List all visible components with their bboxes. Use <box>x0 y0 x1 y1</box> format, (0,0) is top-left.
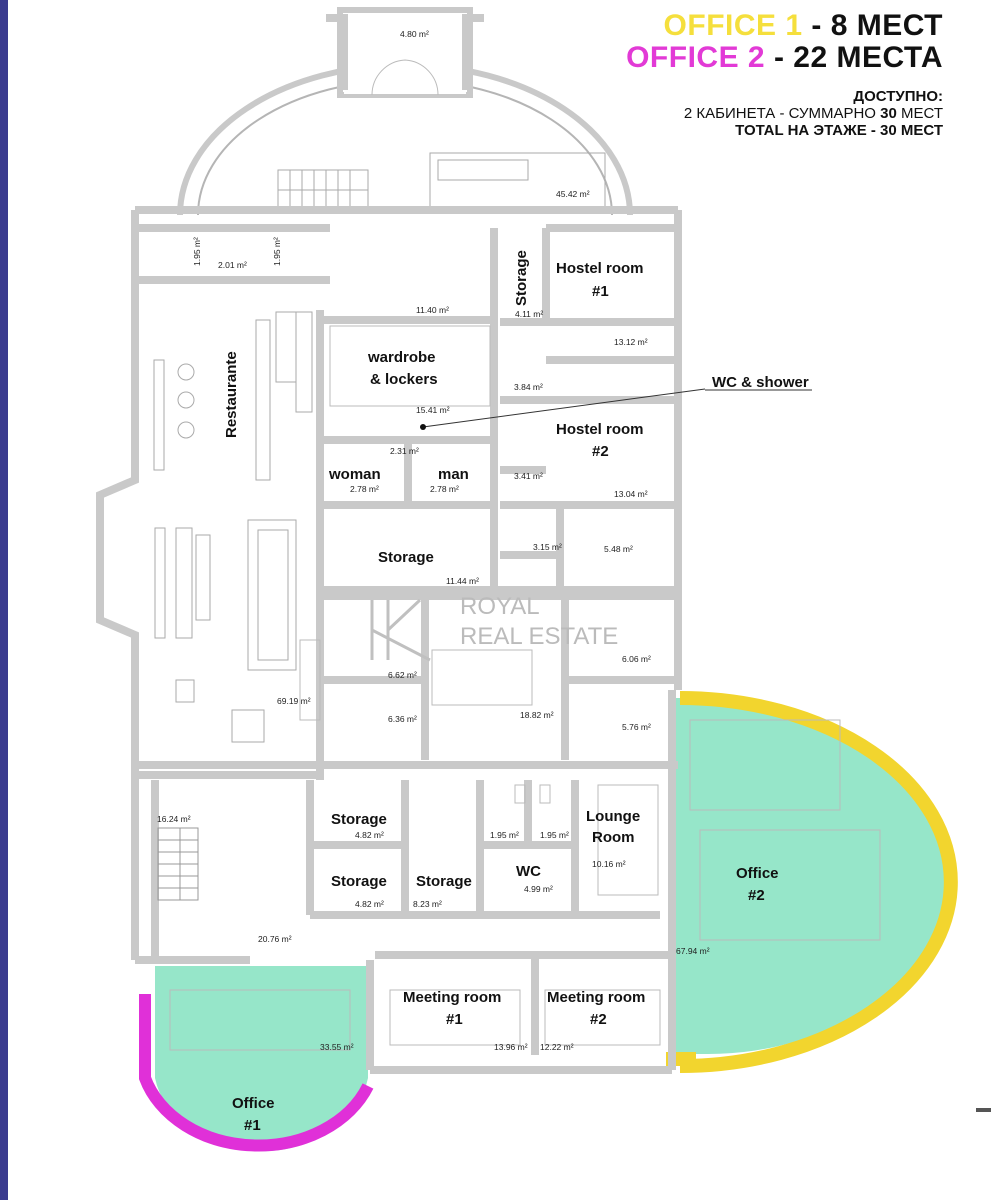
area-label: 2.01 m² <box>218 260 247 270</box>
man-label: man <box>438 466 469 483</box>
storage-label-lower-1: Storage <box>331 811 387 828</box>
wc-shower-label: WC & shower <box>712 374 809 391</box>
bar-counter <box>429 152 606 214</box>
area-label: 13.96 m² <box>494 1042 528 1052</box>
area-label: 2.78 m² <box>430 484 459 494</box>
wardrobe-label-1: wardrobe <box>367 349 436 366</box>
office-2-seats: - 22 МЕСТА <box>765 41 943 74</box>
wc-shower-pin <box>420 424 426 430</box>
area-label: 12.22 m² <box>540 1042 574 1052</box>
area-label: 13.12 m² <box>614 337 648 347</box>
area-label: 4.82 m² <box>355 899 384 909</box>
available-title: ДОСТУПНО: <box>853 88 943 105</box>
office-1-summary: OFFICE 1 - 8 МЕСТ <box>626 10 943 42</box>
area-label: 1.95 m² <box>490 830 519 840</box>
office-1-name: OFFICE 1 <box>663 9 803 42</box>
area-label: 20.76 m² <box>258 934 292 944</box>
office-2-area[interactable] <box>672 698 946 1054</box>
storage-label-vertical: Storage <box>513 250 530 306</box>
area-label: 4.80 m² <box>400 29 429 39</box>
area-label: 2.78 m² <box>350 484 379 494</box>
stairs-bottom <box>157 827 199 901</box>
lounge-label-1: Lounge <box>586 808 640 825</box>
area-label: 18.82 m² <box>520 710 554 720</box>
available-line-1: 2 КАБИНЕТА - СУММАРНО 30 МЕСТ <box>626 105 943 122</box>
hostel-1-label-1: Hostel room <box>556 260 644 277</box>
area-label: 6.36 m² <box>388 714 417 724</box>
right-edge-mark <box>976 1108 991 1112</box>
area-label: 6.06 m² <box>622 654 651 664</box>
watermark-line1: ROYAL <box>460 593 540 620</box>
availability-legend: OFFICE 1 - 8 МЕСТ OFFICE 2 - 22 МЕСТА ДО… <box>626 10 943 140</box>
restaurant-furniture <box>153 311 313 743</box>
watermark: ROYAL REAL ESTATE <box>370 593 618 662</box>
left-edge-strip <box>0 0 8 1200</box>
area-label: 6.62 m² <box>388 670 417 680</box>
available-line-2: TOTAL НА ЭТАЖЕ - 30 МЕСТ <box>735 122 943 139</box>
stairs-top <box>277 169 369 211</box>
office-1-label-2: #1 <box>244 1117 261 1134</box>
area-label: 5.76 m² <box>622 722 651 732</box>
walls <box>96 206 682 1074</box>
watermark-line2: REAL ESTATE <box>460 623 618 650</box>
area-label: 10.16 m² <box>592 859 626 869</box>
lounge-label-2: Room <box>592 829 635 846</box>
area-label: 4.11 m² <box>515 309 543 319</box>
restaurante-label: Restaurante <box>223 351 240 438</box>
area-label: 8.23 m² <box>413 899 442 909</box>
office-1-area[interactable] <box>155 966 368 1152</box>
storage-label-lower-3: Storage <box>416 873 472 890</box>
storage-label-lower-2: Storage <box>331 873 387 890</box>
meeting-2-label-2: #2 <box>590 1011 607 1028</box>
room-furniture <box>169 325 881 1051</box>
area-label: 5.48 m² <box>604 544 633 554</box>
available-line-1-a: 2 КАБИНЕТА - СУММАРНО <box>683 105 881 122</box>
area-label: 67.94 m² <box>676 946 710 956</box>
area-label: 16.24 m² <box>157 814 191 824</box>
hostel-2-label-2: #2 <box>592 443 609 460</box>
area-label: 4.99 m² <box>524 884 553 894</box>
office-1-arc <box>139 994 374 1152</box>
woman-label: woman <box>328 466 381 483</box>
wc-shower-leader <box>422 388 706 428</box>
office-1-seats: - 8 МЕСТ <box>802 9 943 42</box>
area-label: 33.55 m² <box>320 1042 354 1052</box>
area-label: 1.95 m² <box>540 830 569 840</box>
meeting-2-label-1: Meeting room <box>547 989 645 1006</box>
area-label: 1.95 m² <box>192 237 202 266</box>
hostel-2-label-1: Hostel room <box>556 421 644 438</box>
hostel-1-label-2: #1 <box>592 283 609 300</box>
wardrobe-label-2: & lockers <box>370 371 438 388</box>
area-label: 69.19 m² <box>277 696 311 706</box>
area-label: 1.95 m² <box>272 237 282 266</box>
area-label: 11.40 m² <box>416 305 449 315</box>
office-2-summary: OFFICE 2 - 22 МЕСТА <box>626 42 943 74</box>
storage-label-core: Storage <box>378 549 434 566</box>
available-line-1-c: МЕСТ <box>896 105 943 122</box>
area-label: 4.82 m² <box>355 830 384 840</box>
wc-label: WC <box>516 863 541 880</box>
meeting-1-label-1: Meeting room <box>403 989 501 1006</box>
available-line-1-b: 30 <box>880 105 897 122</box>
area-label: 3.41 m² <box>514 471 543 481</box>
area-label: 45.42 m² <box>556 189 590 199</box>
top-entry-fill <box>344 14 466 94</box>
area-label: 13.04 m² <box>614 489 648 499</box>
area-label: 3.84 m² <box>514 382 543 392</box>
meeting-1-label-2: #1 <box>446 1011 463 1028</box>
office-2-label-1: Office <box>736 865 779 882</box>
area-label: 2.31 m² <box>390 446 419 456</box>
area-label: 15.41 m² <box>416 405 450 415</box>
office-2-label-2: #2 <box>748 887 765 904</box>
area-label: 11.44 m² <box>446 576 479 586</box>
area-label: 3.15 m² <box>533 542 562 552</box>
office-2-name: OFFICE 2 <box>626 41 766 74</box>
office-1-label-1: Office <box>232 1095 275 1112</box>
